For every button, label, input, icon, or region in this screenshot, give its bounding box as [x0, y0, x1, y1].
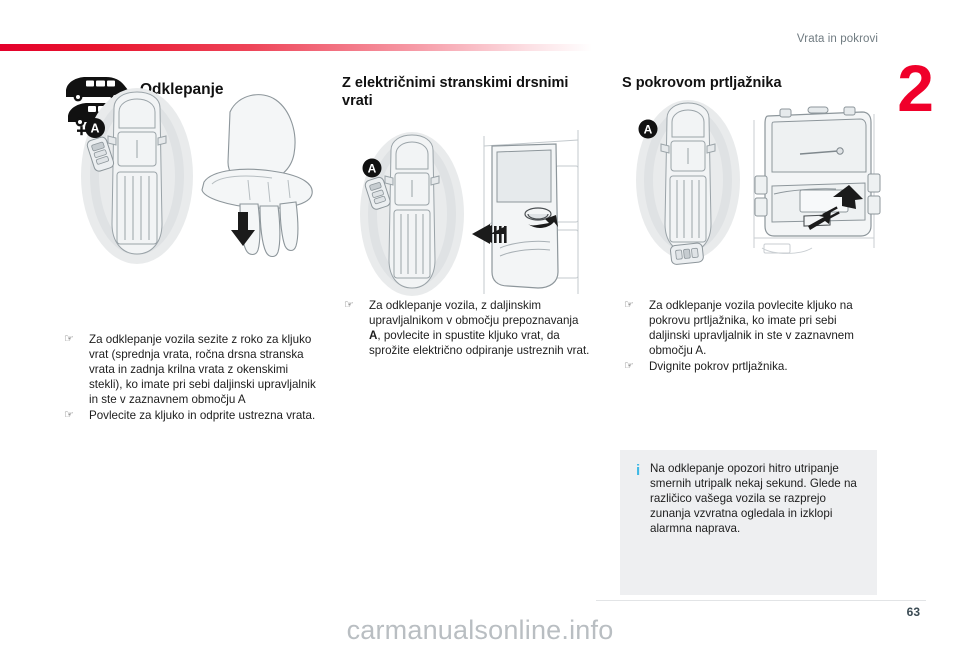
- list-item-text: Za odklepanje vozila sezite z roko za kl…: [89, 333, 316, 407]
- pointing-hand-icon: ☞: [344, 299, 354, 311]
- pointing-hand-icon: ☞: [64, 333, 74, 345]
- list-item-text: Povlecite za kljuko in odprite ustrezna …: [89, 409, 316, 423]
- list-item-text: Za odklepanje vozila povlecite kljuko na…: [649, 299, 854, 358]
- column-electric-sliding-doors: Z električnimi stranskimi drsnimi vrati: [342, 74, 600, 357]
- list-item: ☞ Povlecite za kljuko in odprite ustrezn…: [62, 408, 320, 423]
- zone-badge-a-middle: [362, 158, 382, 178]
- column-tailgate: S pokrovom prtljažnika: [622, 74, 881, 373]
- zone-label-bold: A: [369, 329, 378, 343]
- list-item-text-part2: , povlecite in spustite kljuko vrat, da …: [369, 329, 590, 358]
- instruction-list-tailgate: ☞ Za odklepanje vozila povlecite kljuko …: [622, 298, 872, 375]
- list-item: ☞ Za odklepanje vozila, z daljinskim upr…: [342, 298, 592, 358]
- section-title-electric-sliding-doors: Z električnimi stranskimi drsnimi vrati: [342, 75, 569, 110]
- illustration-unlock-detection-zone-and-handle: A: [62, 84, 320, 274]
- illustration-sliding-door-detection-zone: A: [342, 126, 600, 301]
- zone-badge-a-right: [638, 119, 658, 139]
- info-note-text: Na odklepanje opozori hitro utripanje sm…: [650, 462, 857, 536]
- list-item: ☞ Za odklepanje vozila sezite z roko za …: [62, 332, 320, 407]
- list-item: ☞ Dvignite pokrov prtljažnika.: [622, 359, 872, 374]
- instruction-list-unlocking: ☞ Za odklepanje vozila sezite z roko za …: [62, 332, 320, 425]
- column-unlocking: Odklepanje: [62, 74, 320, 422]
- site-watermark: carmanualsonline.info: [346, 615, 614, 645]
- svg-text:A: A: [90, 122, 99, 136]
- section-title-tailgate: S pokrovom prtljažnika: [622, 75, 782, 91]
- footer-divider: [596, 600, 926, 601]
- info-icon: i: [636, 462, 641, 479]
- pointing-hand-icon: ☞: [64, 409, 74, 422]
- chapter-breadcrumb-title: Vrata in pokrovi: [796, 33, 878, 45]
- pointing-hand-icon: ☞: [624, 360, 634, 373]
- zone-badge-a-left: [85, 118, 105, 138]
- svg-text:A: A: [644, 123, 653, 137]
- chapter-number: 2: [897, 51, 934, 125]
- instruction-list-electric-sliding-doors: ☞ Za odklepanje vozila, z daljinskim upr…: [342, 298, 592, 359]
- page-number: 63: [906, 605, 920, 619]
- illustration-tailgate-detection-zone: A: [622, 98, 881, 273]
- page-header: Vrata in pokrovi 2: [0, 0, 960, 121]
- section-title-unlocking: Odklepanje: [140, 81, 224, 98]
- list-item-text-part1: Za odklepanje vozila, z daljinskim uprav…: [369, 299, 579, 328]
- info-note-box: i Na odklepanje opozori hitro utripanje …: [620, 450, 877, 595]
- list-item-text: Dvignite pokrov prtljažnika.: [649, 360, 788, 374]
- header-red-gradient-rule: [0, 44, 592, 51]
- svg-text:A: A: [368, 162, 377, 176]
- list-item: ☞ Za odklepanje vozila povlecite kljuko …: [622, 298, 872, 358]
- pointing-hand-icon: ☞: [624, 299, 634, 311]
